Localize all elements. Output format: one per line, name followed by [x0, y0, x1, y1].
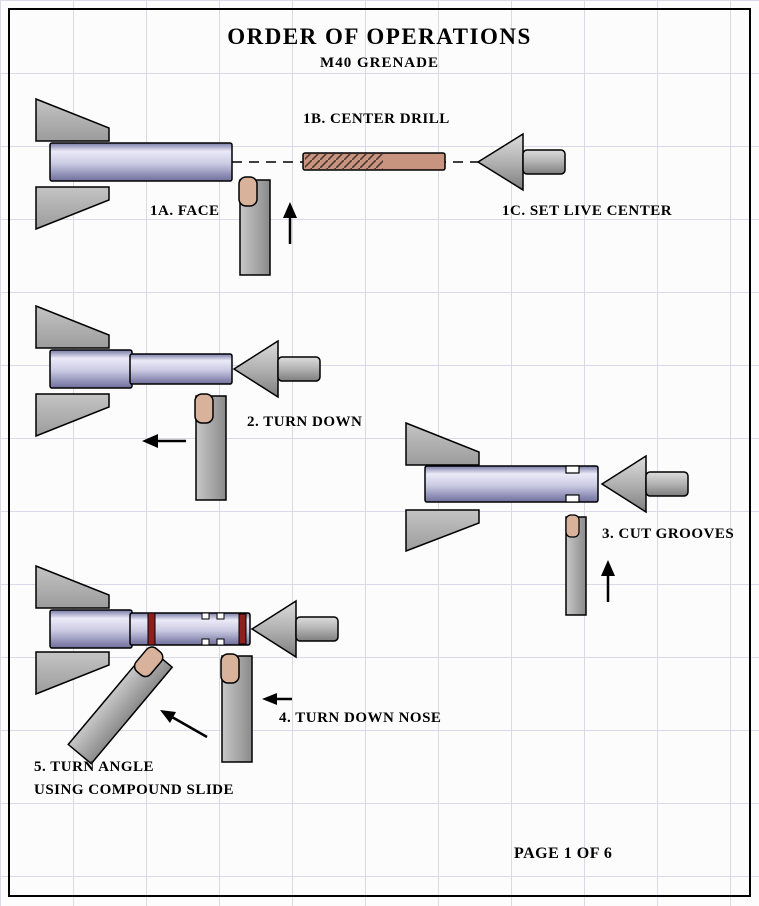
groove-notch-bottom	[565, 494, 580, 503]
nose-groove-2-bottom	[216, 638, 225, 646]
step2-assembly	[35, 304, 321, 501]
page-number-label: PAGE 1 OF 6	[514, 845, 613, 862]
chuck-jaw-upper-3	[405, 421, 480, 466]
live-center-shaft-4	[295, 616, 339, 642]
label-step-1a: 1A. FACE	[150, 203, 220, 219]
workpiece-step2-turned-dia	[129, 353, 233, 385]
label-step-4: 4. TURN DOWN NOSE	[279, 710, 442, 726]
live-center-shaft-2	[277, 356, 321, 382]
feed-arrow-left-2-head	[142, 434, 158, 448]
chuck-jaw-upper-1	[35, 97, 110, 142]
step1-assembly	[35, 97, 566, 276]
live-center-cone-1	[476, 132, 524, 192]
nose-tool-tip	[220, 653, 240, 684]
turning-tool-tip	[194, 393, 214, 424]
nose-groove-2-top	[216, 612, 225, 620]
live-center-cone-4	[250, 599, 297, 659]
chuck-jaw-lower-1	[35, 186, 110, 231]
label-step-1c: 1C. SET LIVE CENTER	[502, 203, 673, 219]
step3-assembly	[405, 421, 689, 616]
compound-slide-tool	[67, 646, 174, 765]
label-step-5-line1: 5. TURN ANGLE	[34, 759, 154, 775]
workpiece-step3	[424, 465, 599, 503]
feed-arrow-left-4-head	[262, 693, 277, 705]
feed-arrow-up-3-head	[601, 560, 615, 576]
feed-arrow-up-1-head	[283, 202, 297, 218]
workpiece-step5-body	[129, 612, 251, 646]
feed-arrow-diagonal-5-line	[171, 715, 208, 739]
workpiece-step2-large-dia	[49, 349, 133, 389]
chuck-jaw-lower-4	[35, 651, 110, 696]
center-drill-flutes	[305, 154, 383, 169]
page-title: ORDER OF OPERATIONS	[227, 24, 532, 49]
live-center-cone-3	[600, 454, 647, 514]
facing-tool-tip	[238, 176, 258, 207]
nose-groove-1-bottom	[201, 638, 210, 646]
red-groove-ring-1	[147, 612, 156, 646]
groove-notch-top	[565, 465, 580, 474]
live-center-shaft-1	[522, 149, 566, 175]
label-step-2: 2. TURN DOWN	[247, 414, 363, 430]
label-step-1b: 1B. CENTER DRILL	[303, 111, 450, 127]
chuck-jaw-upper-4	[35, 564, 110, 609]
step4-5-assembly	[35, 564, 339, 765]
chuck-jaw-upper-2	[35, 304, 110, 349]
workpiece-blank	[49, 142, 233, 182]
chuck-jaw-lower-3	[405, 509, 480, 553]
label-step-5-line2: USING COMPOUND SLIDE	[34, 782, 235, 798]
label-step-3: 3. CUT GROOVES	[602, 526, 735, 542]
nose-groove-1-top	[201, 612, 210, 620]
red-groove-ring-2	[238, 613, 247, 645]
live-center-cone-2	[232, 339, 279, 399]
workpiece-step5-large-dia	[49, 609, 133, 649]
grooving-tool-tip	[565, 514, 580, 538]
compound-tool-tip	[133, 646, 164, 678]
chuck-jaw-lower-2	[35, 393, 110, 438]
page-subtitle: M40 GRENADE	[320, 55, 439, 71]
feed-arrow-diagonal-5-head	[160, 710, 176, 723]
live-center-shaft-3	[645, 471, 689, 497]
